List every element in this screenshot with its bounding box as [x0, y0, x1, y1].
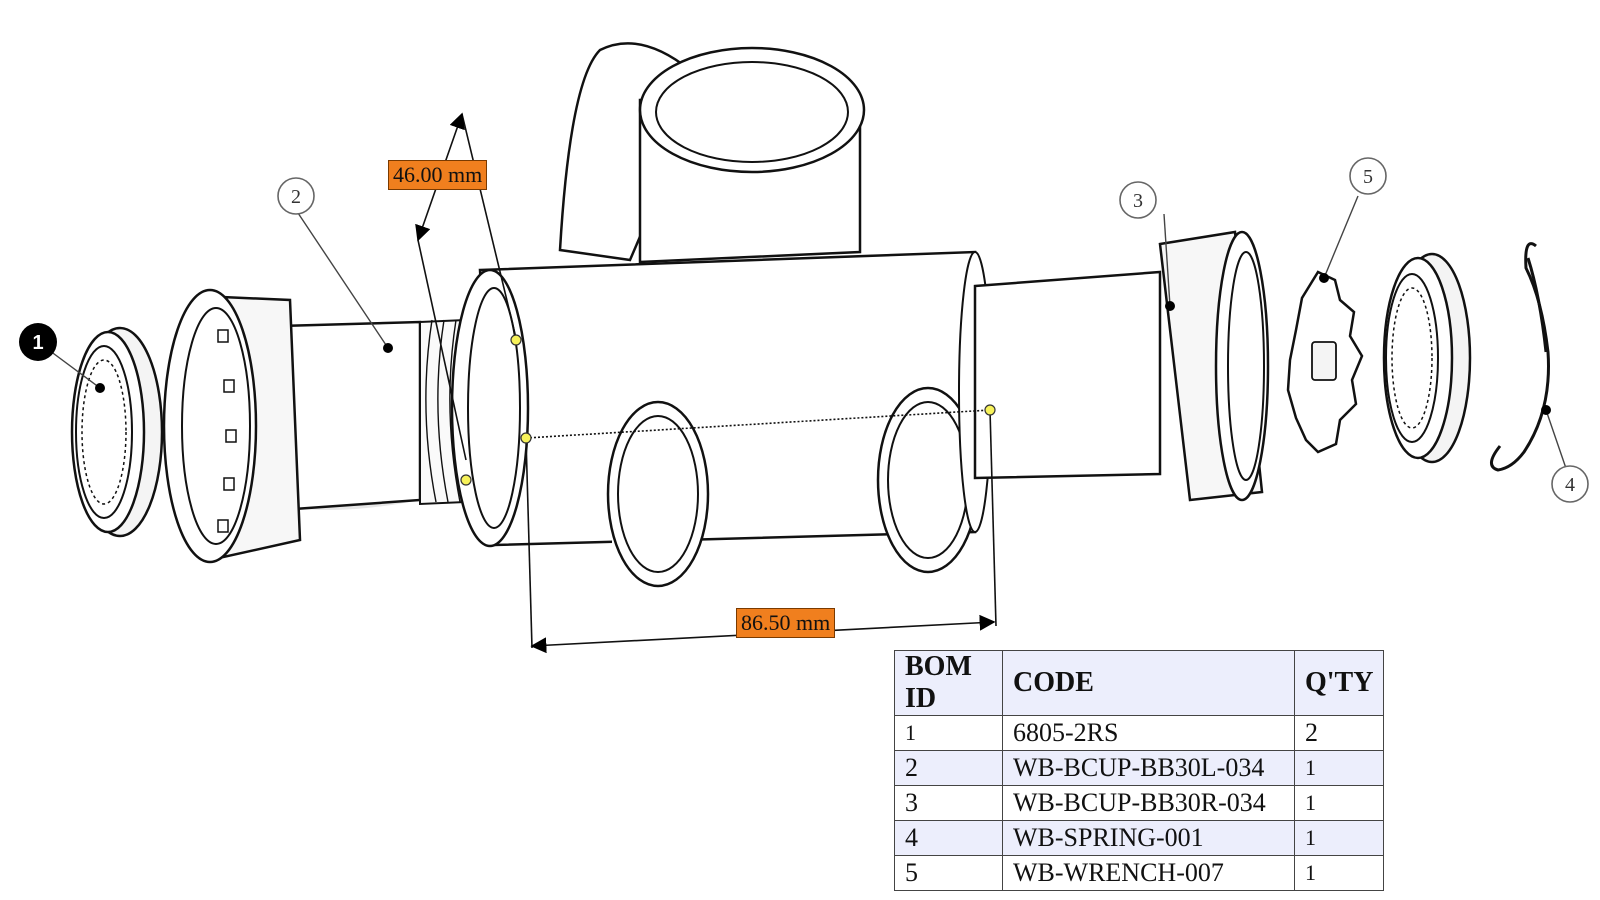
callout-4-label: 4	[1565, 474, 1575, 496]
dimension-label-86mm[interactable]: 86.50 mm	[736, 608, 836, 638]
bearing-right[interactable]	[1382, 252, 1472, 464]
bom-cell-id: 5	[894, 855, 1003, 891]
bom-cell-qty: 2	[1293, 715, 1385, 751]
bom-header-code: CODE	[1002, 650, 1295, 716]
bom-cell-qty: 1	[1293, 750, 1385, 786]
spring-clip[interactable]	[1490, 242, 1550, 472]
bottom-bracket-cup-left[interactable]	[162, 288, 513, 564]
bom-cell-id: 1	[894, 715, 1003, 751]
bom-cell-qty: 1	[1293, 855, 1385, 891]
callout-leaders	[37, 195, 1571, 481]
bottom-bracket-cup-right[interactable]	[973, 230, 1270, 502]
callout-1-label: 1	[32, 332, 43, 354]
callout-3-label: 3	[1133, 190, 1143, 212]
bom-cell-qty: 1	[1293, 820, 1385, 856]
callout-3[interactable]: 3	[1119, 181, 1157, 219]
bom-cell-id: 3	[894, 785, 1003, 821]
wrench-tool[interactable]	[1286, 270, 1364, 454]
callout-2[interactable]: 2	[277, 177, 315, 215]
bom-header-row: BOM ID CODE Q'TY	[894, 650, 1385, 716]
bom-row[interactable]: 5 WB-WRENCH-007 1	[894, 855, 1385, 891]
bom-table: BOM ID CODE Q'TY 1 6805-2RS 2 2 WB-BCUP-…	[894, 650, 1385, 891]
bom-cell-code: WB-BCUP-BB30L-034	[1002, 750, 1295, 786]
callout-5-label: 5	[1363, 166, 1373, 188]
callout-1[interactable]: 1	[19, 323, 57, 361]
cup-notches	[217, 329, 237, 533]
bom-row[interactable]: 2 WB-BCUP-BB30L-034 1	[894, 750, 1385, 786]
bom-cell-code: WB-WRENCH-007	[1002, 855, 1295, 891]
bom-cell-code: WB-SPRING-001	[1002, 820, 1295, 856]
bom-cell-code: WB-BCUP-BB30R-034	[1002, 785, 1295, 821]
bom-cell-qty: 1	[1293, 785, 1385, 821]
callout-4[interactable]: 4	[1551, 465, 1589, 503]
bom-row[interactable]: 3 WB-BCUP-BB30R-034 1	[894, 785, 1385, 821]
bottom-bracket-shell[interactable]	[450, 42, 992, 588]
bom-row[interactable]: 4 WB-SPRING-001 1	[894, 820, 1385, 856]
bom-cell-id: 4	[894, 820, 1003, 856]
bom-cell-id: 2	[894, 750, 1003, 786]
leader-dots	[95, 273, 1551, 415]
dimension-anchor-points	[460, 334, 996, 486]
bom-header-qty: Q'TY	[1293, 650, 1385, 716]
bom-row[interactable]: 1 6805-2RS 2	[894, 715, 1385, 751]
callout-2-label: 2	[291, 186, 301, 208]
bom-cell-code: 6805-2RS	[1002, 715, 1295, 751]
bom-header-id: BOM ID	[894, 650, 1003, 716]
bearing-left[interactable]	[70, 326, 164, 538]
dimension-label-46mm[interactable]: 46.00 mm	[388, 160, 488, 190]
callout-5[interactable]: 5	[1349, 157, 1387, 195]
